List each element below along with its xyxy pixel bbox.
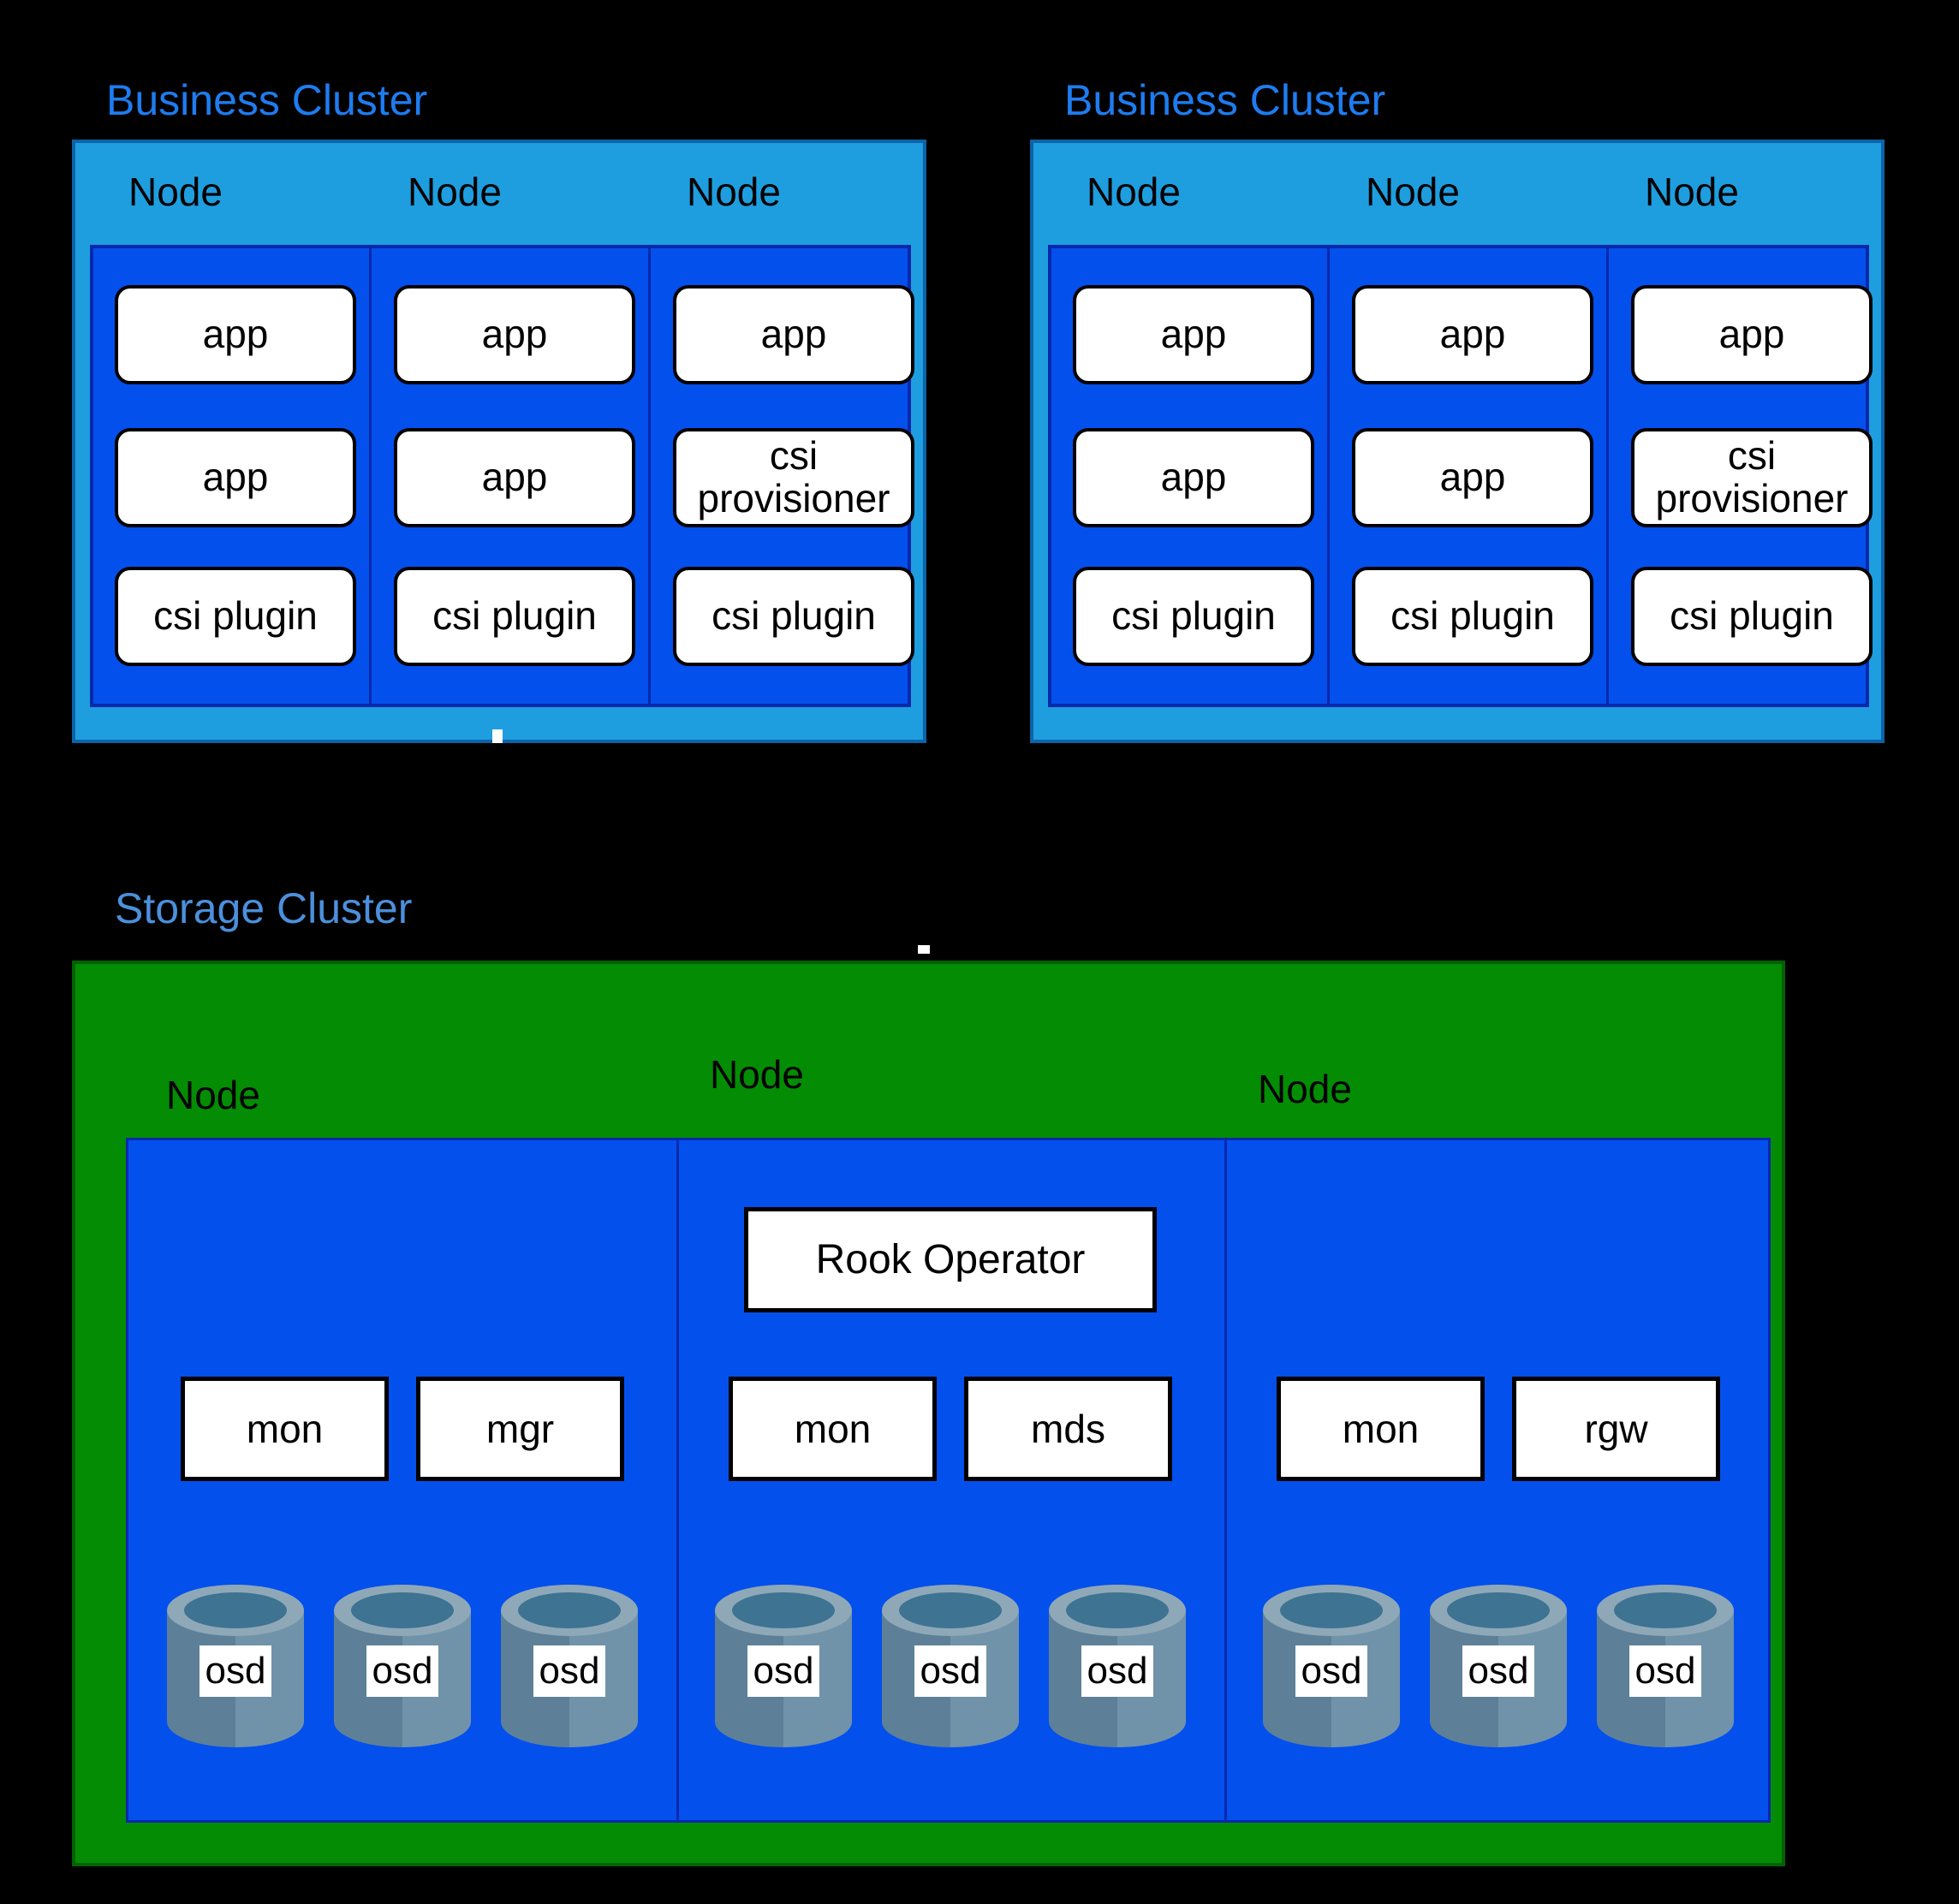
service-mon-box: mon [1277, 1377, 1485, 1481]
node-column-divider [369, 248, 372, 704]
node-header: Node [128, 170, 223, 214]
pod-app: app [394, 285, 635, 384]
pod-app: app [1073, 285, 1314, 384]
osd-label: osd [533, 1645, 605, 1697]
storage-cluster-title: Storage Cluster [115, 884, 413, 932]
service-mds-box: mds [964, 1377, 1172, 1481]
pod-csi-plugin: csi plugin [394, 567, 635, 666]
osd-label: osd [1295, 1645, 1367, 1697]
osd-label: osd [1629, 1645, 1701, 1697]
node-column-divider [1327, 248, 1330, 704]
business-cluster-2-nodes: app app csi plugin app app csi plugin ap… [1048, 245, 1873, 707]
node-header: Node [408, 170, 502, 214]
node-header: Node [710, 1052, 804, 1097]
osd-cylinder-icon [1430, 1585, 1567, 1747]
node-header: Node [1645, 170, 1739, 214]
pod-csi-plugin: csi plugin [115, 567, 356, 666]
service-rgw-box: rgw [1512, 1377, 1720, 1481]
osd-label: osd [1462, 1645, 1534, 1697]
pod-csi-plugin: csi plugin [1073, 567, 1314, 666]
pod-app: app [1073, 428, 1314, 527]
pod-app: app [1631, 285, 1873, 384]
business-cluster-1: Node Node Node app app csi plugin app ap… [72, 140, 926, 743]
pod-app: app [1352, 428, 1593, 527]
connector-stub [918, 945, 930, 954]
node-header: Node [166, 1073, 260, 1117]
pod-app: app [394, 428, 635, 527]
node-header: Node [1087, 170, 1181, 214]
service-mgr-box: mgr [416, 1377, 624, 1481]
business-cluster-2: Node Node Node app app csi plugin app ap… [1030, 140, 1885, 743]
osd-label: osd [1081, 1645, 1153, 1697]
node-header: Node [687, 170, 781, 214]
pod-app: app [1352, 285, 1593, 384]
osd-label: osd [199, 1645, 271, 1697]
storage-cluster: Node Node Node Rook Operator mon mgr mon… [72, 961, 1785, 1866]
connector-stub [492, 729, 503, 743]
node-header: Node [1366, 170, 1460, 214]
rook-operator-box: Rook Operator [744, 1207, 1157, 1312]
business-cluster-1-nodes: app app csi plugin app app csi plugin ap… [90, 245, 914, 707]
service-mon-box: mon [181, 1377, 389, 1481]
node-header: Node [1258, 1067, 1352, 1111]
osd-label: osd [747, 1645, 819, 1697]
pod-csi-plugin: csi plugin [673, 567, 914, 666]
node-column-divider [648, 248, 651, 704]
osd-label: osd [366, 1645, 438, 1697]
service-mon-box: mon [729, 1377, 937, 1481]
storage-cluster-nodes: Rook Operator mon mgr mon mds mon rgw [126, 1138, 1771, 1823]
node-column-divider [676, 1140, 679, 1820]
pod-app: app [115, 285, 356, 384]
node-column-divider [1224, 1140, 1227, 1820]
pod-csi-plugin: csi plugin [1631, 567, 1873, 666]
pod-app: app [673, 285, 914, 384]
node-column-divider [1606, 248, 1609, 704]
pod-app: app [115, 428, 356, 527]
business-cluster-1-title: Business Cluster [106, 76, 428, 124]
pod-csi-provisioner: csi provisioner [673, 428, 914, 527]
pod-csi-plugin: csi plugin [1352, 567, 1593, 666]
business-cluster-2-title: Business Cluster [1064, 76, 1386, 124]
osd-label: osd [914, 1645, 986, 1697]
pod-csi-provisioner: csi provisioner [1631, 428, 1873, 527]
